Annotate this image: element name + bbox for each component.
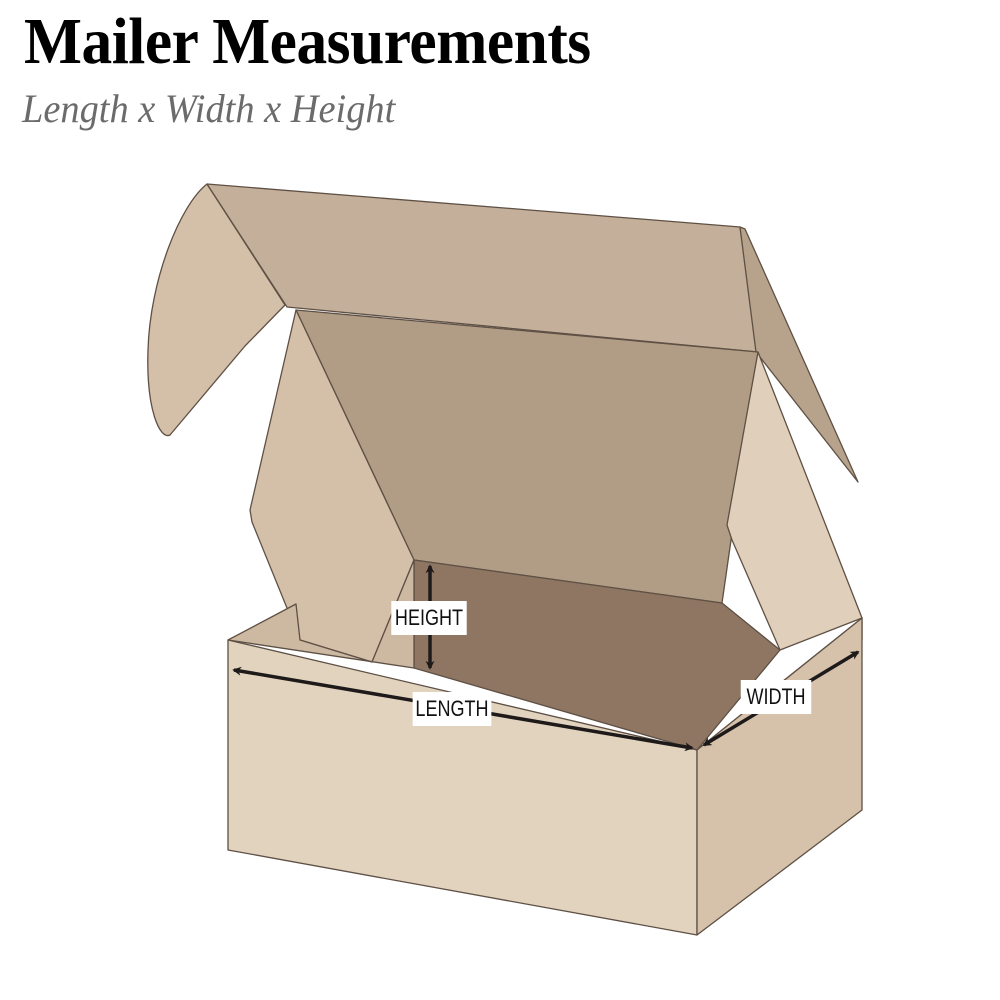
length-label: LENGTH (412, 692, 492, 726)
page-title: Mailer Measurements (24, 5, 591, 78)
height-label: HEIGHT (391, 601, 467, 635)
lid-right-edge (739, 226, 859, 483)
lid-left-ear (147, 183, 286, 437)
page-subtitle: Length x Width x Height (22, 86, 396, 131)
right-dust-flap (726, 351, 863, 651)
width-label: WIDTH (740, 680, 812, 714)
